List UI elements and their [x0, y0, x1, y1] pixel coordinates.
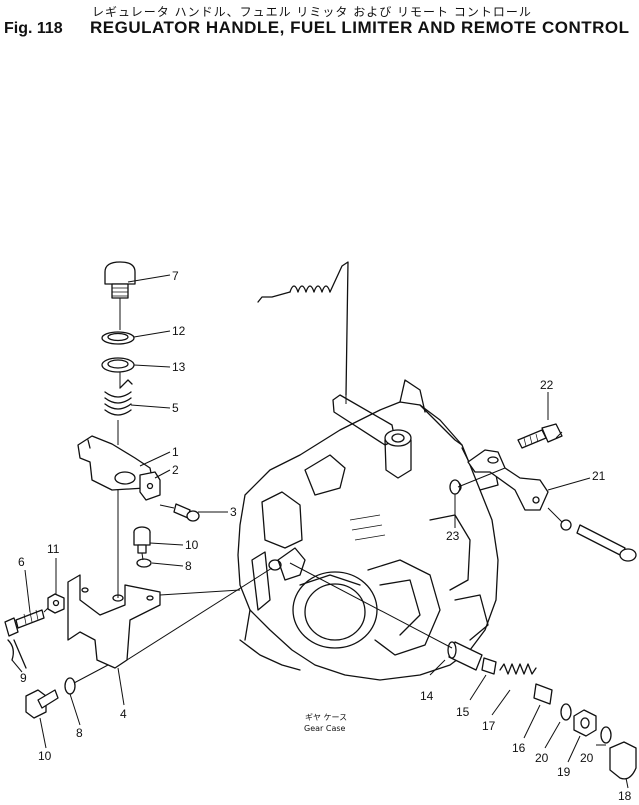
callout-15: 15: [456, 705, 470, 719]
figure-title-japanese: レギュレータ ハンドル、フュエル リミッタ および リモート コントロール: [92, 5, 532, 19]
part-20-washer-a: [560, 703, 572, 721]
callout-4: 4: [120, 707, 127, 721]
gear-case-label-japanese: ギヤ ケース: [305, 713, 347, 722]
callout-19: 19: [557, 765, 571, 779]
part-8-upper-washer: [136, 558, 152, 568]
figure-header: Fig. 118 レギュレータ ハンドル、フュエル リミッタ および リモート …: [4, 5, 630, 37]
part-8-lower-washer: [64, 677, 76, 695]
callout-20-b: 20: [580, 751, 594, 765]
callout-8-upper: 8: [185, 559, 192, 573]
part-21-remote-bracket: [467, 449, 549, 511]
part-16-plunger: [533, 683, 553, 705]
callout-13: 13: [172, 360, 186, 374]
callout-5: 5: [172, 401, 179, 415]
part-7-cap-bolt: [104, 261, 136, 299]
return-spring: [257, 261, 349, 396]
assembly-lines: [43, 298, 563, 684]
callout-10-upper: 10: [185, 538, 199, 552]
part-20-washer-b: [600, 726, 612, 744]
part-18-cap-nut: [609, 741, 637, 780]
callout-20-a: 20: [535, 751, 549, 765]
gear-case-label: ギヤ ケース Gear Case: [304, 713, 347, 733]
part-22-bolt: [517, 423, 563, 449]
part-11-nut: [47, 593, 65, 614]
part-4-bracket: [67, 574, 161, 669]
part-3-screw: [173, 503, 200, 522]
part-6-bolt: [4, 609, 45, 637]
part-15-pin: [481, 657, 497, 675]
callout-23: 23: [446, 529, 460, 543]
callout-3: 3: [230, 505, 237, 519]
figure-number: Fig. 118: [4, 20, 63, 37]
callout-leaders: [11, 274, 629, 789]
callout-7: 7: [172, 269, 179, 283]
part-2-block: [139, 471, 161, 501]
callout-17: 17: [482, 719, 496, 733]
callout-6: 6: [18, 555, 25, 569]
callout-22: 22: [540, 378, 554, 392]
callout-10-lower: 10: [38, 749, 52, 763]
part-13-washer: [101, 357, 135, 373]
callout-9: 9: [20, 671, 27, 685]
callout-numbers: 7 12 13 5 1 2 3 10 8 11 6 9 4 8 10 22 21…: [18, 269, 632, 803]
part-12-seal: [101, 331, 135, 345]
figure-title-english: REGULATOR HANDLE, FUEL LIMITER AND REMOT…: [90, 18, 630, 37]
callout-1: 1: [172, 445, 179, 459]
part-10-upper-bolt: [133, 526, 151, 554]
callout-8-lower: 8: [76, 726, 83, 740]
callout-21: 21: [592, 469, 606, 483]
part-19-nut: [573, 709, 597, 737]
callout-14: 14: [420, 689, 434, 703]
pin-assembly: [560, 519, 637, 562]
part-10-lower-bolt: [25, 689, 59, 719]
callout-12: 12: [172, 324, 186, 338]
part-14-sleeve: [447, 641, 483, 671]
gear-case-label-english: Gear Case: [304, 724, 346, 733]
part-9-wire: [7, 639, 27, 669]
callout-18: 18: [618, 789, 632, 803]
callout-11: 11: [47, 542, 60, 556]
callout-16: 16: [512, 741, 526, 755]
shaft-lever: [332, 394, 412, 479]
part-5-coil-spring: [104, 379, 133, 416]
callout-2: 2: [172, 463, 179, 477]
part-17-spring: [499, 663, 537, 675]
